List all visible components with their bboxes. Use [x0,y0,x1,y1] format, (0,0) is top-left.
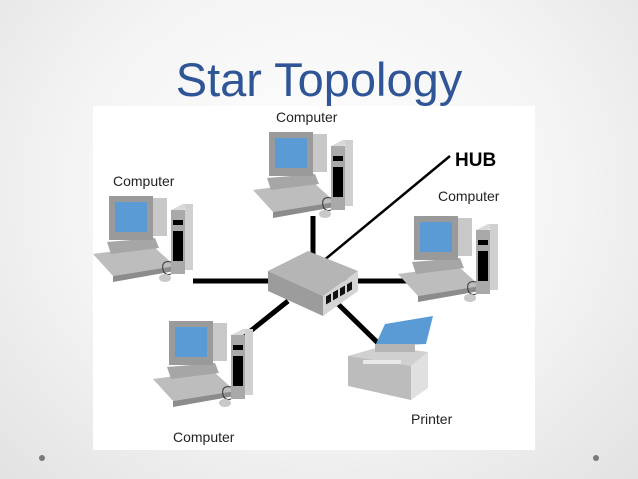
star-topology-diagram: HUB Computer Computer Computer Computer … [92,106,535,450]
slide-bullet-right [593,455,599,461]
computer-icon-left [92,195,194,283]
node-label-printer: Printer [411,411,453,427]
slide-title: Star Topology [175,53,463,106]
hub-pointer-line [310,155,451,272]
node-label-top: Computer [276,109,338,125]
computer-icon-bottom-left [152,320,254,408]
node-label-left: Computer [113,173,175,189]
node-label-right: Computer [438,188,500,204]
hub-label: HUB [455,150,496,171]
node-label-bottom-left: Computer [173,429,235,445]
computer-icon-right [397,215,499,303]
slide-bullet-left [39,455,45,461]
computer-icon-top [252,131,354,219]
hub-icon [268,251,358,316]
printer-icon [348,316,433,400]
